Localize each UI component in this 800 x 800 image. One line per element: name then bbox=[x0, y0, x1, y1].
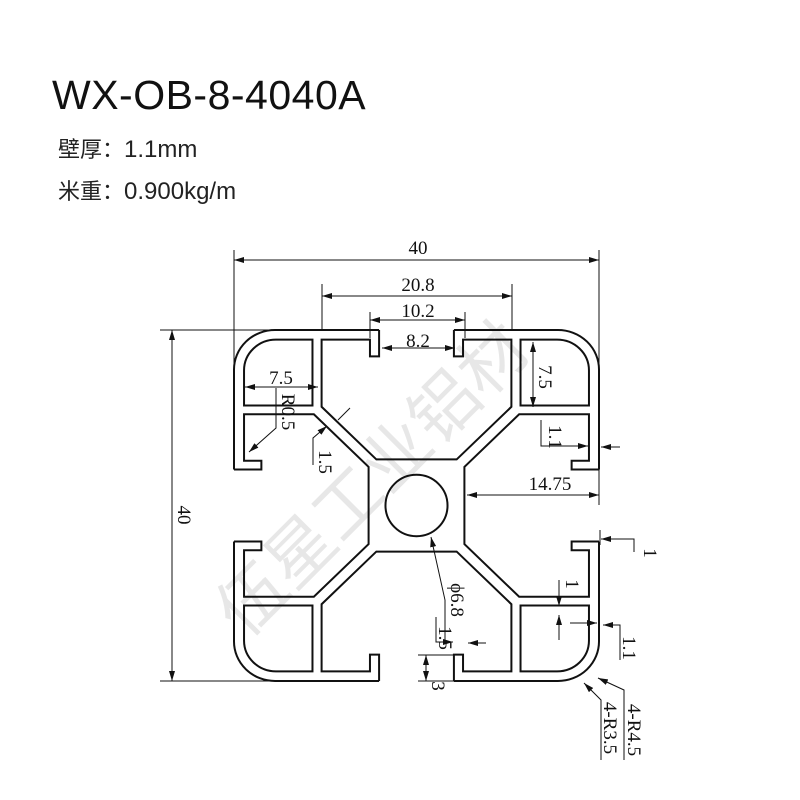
profile-title: WX-OB-8-4040A bbox=[52, 72, 367, 118]
center-hole bbox=[385, 475, 447, 536]
dim-slot-depth: 3 bbox=[427, 681, 448, 691]
dim-hub-offset: 14.75 bbox=[529, 474, 572, 495]
spec-value: 0.900kg/m bbox=[124, 178, 237, 205]
dim-lip-1: 1 bbox=[639, 548, 660, 558]
dim-slot-cavity-width: 20.8 bbox=[401, 275, 434, 296]
dim-slot-lip-width: 10.2 bbox=[401, 301, 434, 322]
dim-fillet: R0.5 bbox=[277, 394, 298, 430]
dim-rib-1: 1 bbox=[561, 579, 582, 589]
dimension-lines bbox=[160, 250, 635, 760]
wall-thickness-spec: 壁厚：1.1mm bbox=[58, 132, 197, 164]
dim-center-hole: ϕ6.8 bbox=[446, 583, 467, 617]
dim-inner-radius: 4-R3.5 bbox=[599, 702, 620, 754]
dim-slot-opening: 8.2 bbox=[406, 331, 430, 352]
weight-spec: 米重：0.900kg/m bbox=[58, 174, 236, 206]
spec-label: 米重： bbox=[58, 180, 125, 205]
watermark: 伍星工业铝材 bbox=[201, 308, 545, 652]
spec-label: 壁厚： bbox=[58, 138, 125, 163]
dim-overall-width: 40 bbox=[409, 238, 428, 259]
dim-wall-2: 1.1 bbox=[618, 636, 639, 660]
dim-corner-cavity-width: 7.5 bbox=[269, 368, 293, 389]
dim-overall-height: 40 bbox=[173, 506, 194, 525]
spec-value: 1.1mm bbox=[124, 136, 198, 163]
dim-corner-cavity-height: 7.5 bbox=[534, 365, 555, 389]
dim-outer-radius: 4-R4.5 bbox=[623, 704, 644, 756]
dim-arm-thickness-2: 1.5 bbox=[434, 626, 455, 650]
dim-arm-thickness: 1.5 bbox=[314, 450, 335, 474]
dim-wall-1: 1.1 bbox=[544, 425, 565, 449]
